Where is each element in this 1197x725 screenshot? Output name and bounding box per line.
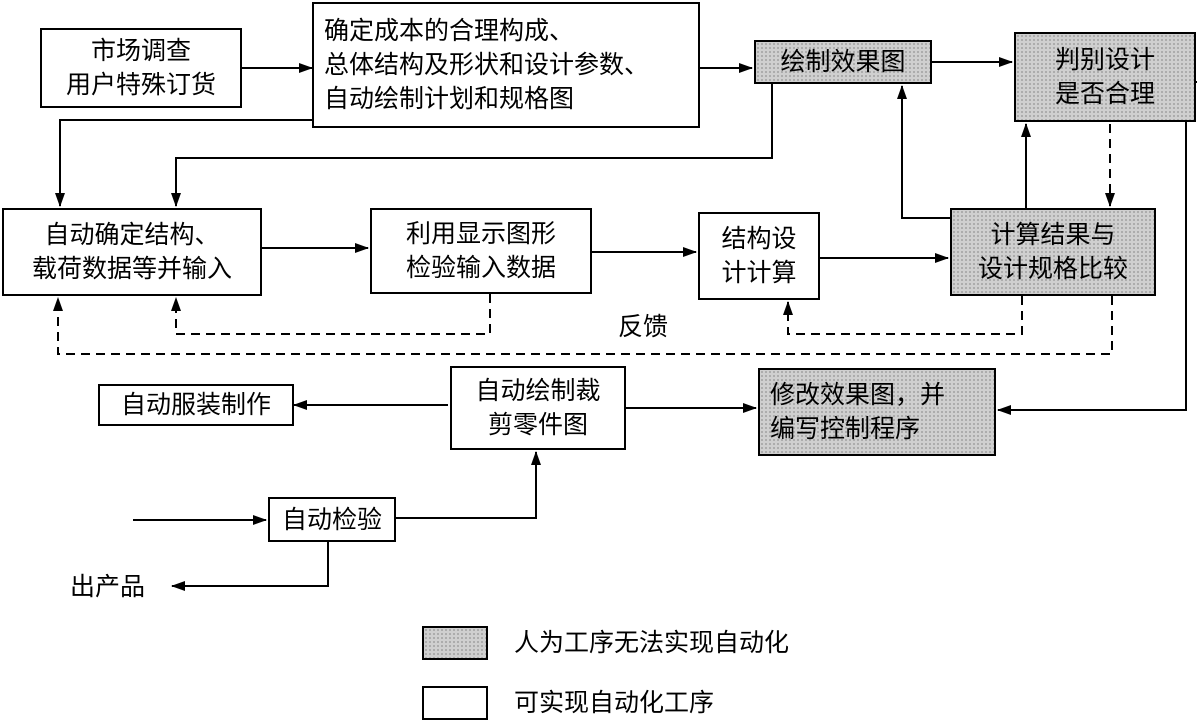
arrow-compare-to-render <box>897 85 950 219</box>
node-text: 结构设 <box>721 224 797 253</box>
legend-swatch-automatic <box>422 686 488 720</box>
node-display-check: 利用显示图形 检验输入数据 <box>370 208 592 294</box>
node-modify-program: 修改效果图，并 编写控制程序 <box>758 368 996 456</box>
node-text: 是否合理 <box>1054 79 1155 108</box>
node-compare-results: 计算结果与 设计规格比较 <box>950 208 1156 296</box>
node-market-survey: 市场调查 用户特殊订货 <box>40 28 242 108</box>
node-text: 总体结构及形状和设计参数、 <box>324 50 650 79</box>
node-text: 市场调查 <box>90 36 191 65</box>
node-text: 绘制效果图 <box>780 47 906 76</box>
feedback-label: 反馈 <box>618 312 669 341</box>
node-text: 自动确定结构、 <box>44 220 220 249</box>
node-cut-drawing: 自动绘制裁 剪零件图 <box>450 366 626 450</box>
feedback-display-check-to-auto-struct <box>171 294 491 335</box>
node-text: 设计规格比较 <box>977 254 1128 283</box>
node-text: 计计算 <box>721 258 797 287</box>
node-determine-design: 确定成本的合理构成、 总体结构及形状和设计参数、 自动绘制计划和规格图 <box>312 2 700 128</box>
node-text: 自动绘制计划和规格图 <box>324 84 575 113</box>
arrow-determine-to-auto-struct <box>55 119 312 207</box>
node-judge-design: 判别设计 是否合理 <box>1014 32 1196 122</box>
node-text: 计算结果与 <box>990 220 1116 249</box>
node-text: 载荷数据等并输入 <box>31 254 232 283</box>
arrow-inspect-to-cut-drawing <box>396 451 541 519</box>
output-label: 出产品 <box>70 572 146 601</box>
node-text: 用户特殊订货 <box>65 70 216 99</box>
node-text: 判别设计 <box>1054 45 1155 74</box>
node-text: 自动服装制作 <box>120 390 271 419</box>
node-text: 编写控制程序 <box>770 414 921 443</box>
node-garment-making: 自动服装制作 <box>98 384 294 426</box>
node-auto-inspection: 自动检验 <box>268 497 396 542</box>
arrow-inspect-to-output <box>171 542 329 591</box>
node-text: 修改效果图，并 <box>770 380 946 409</box>
legend-label-automatic: 可实现自动化工序 <box>514 688 715 717</box>
legend-label-manual: 人为工序无法实现自动化 <box>514 628 790 657</box>
node-text: 自动绘制裁 <box>475 376 601 405</box>
node-text: 剪零件图 <box>487 410 588 439</box>
node-text: 确定成本的合理构成、 <box>324 16 575 45</box>
node-text: 自动检验 <box>281 504 382 534</box>
node-auto-structure: 自动确定结构、 载荷数据等并输入 <box>2 208 262 296</box>
node-text: 检验输入数据 <box>405 253 556 282</box>
node-structural-calc: 结构设 计计算 <box>698 212 820 300</box>
arrow-render-to-auto-struct <box>171 84 773 207</box>
node-text: 利用显示图形 <box>405 219 556 248</box>
feedback-compare-to-auto-struct <box>53 296 1113 355</box>
feedback-compare-to-struct-calc <box>783 296 1023 335</box>
legend-swatch-manual <box>422 626 488 660</box>
node-render-drawing: 绘制效果图 <box>754 40 932 84</box>
